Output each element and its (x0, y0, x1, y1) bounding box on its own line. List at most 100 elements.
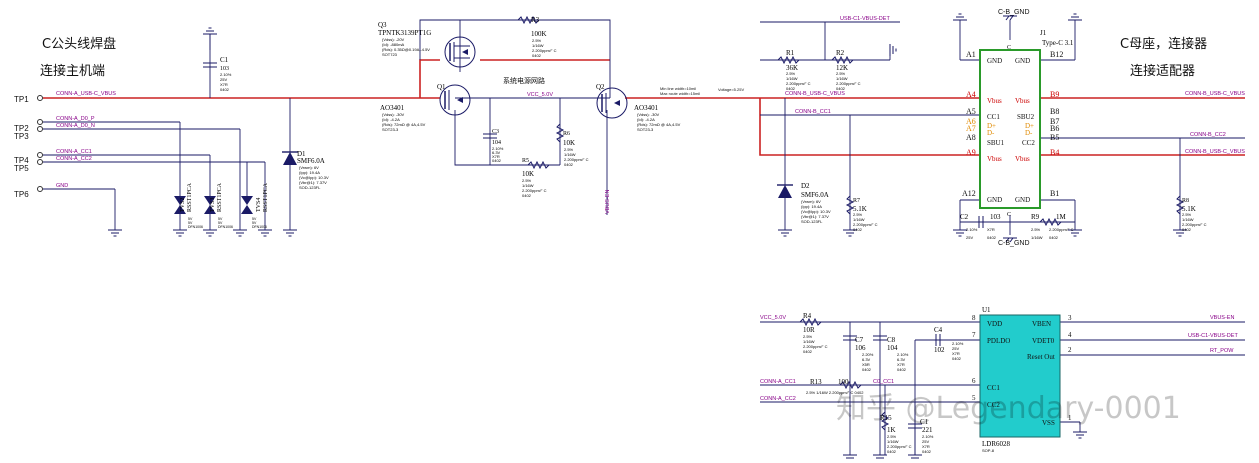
svg-text:0402: 0402 (492, 158, 502, 163)
svg-text:DFN1006: DFN1006 (218, 225, 233, 229)
tp3-label: TP3 (14, 132, 29, 141)
net-c0-cc1: C0_CC1 (873, 379, 894, 385)
svg-text:1/16W: 1/16W (803, 339, 815, 344)
net-gnd: GND (56, 183, 68, 189)
svg-text:5V: 5V (218, 221, 223, 225)
tp2-label: TP2 (14, 124, 29, 133)
svg-text:2.5%: 2.5% (564, 147, 574, 152)
svg-text:C1: C1 (920, 418, 929, 426)
svg-text:5V: 5V (252, 217, 257, 221)
svg-text:R9: R9 (1031, 213, 1040, 221)
svg-text:0402: 0402 (220, 87, 230, 92)
svg-text:D2: D2 (801, 182, 810, 190)
svg-text:(Id): -4.2A: (Id): -4.2A (637, 117, 655, 122)
svg-text:1K: 1K (887, 426, 896, 434)
svg-text:1/16W: 1/16W (786, 76, 798, 81)
svg-text:DFN1006: DFN1006 (188, 225, 203, 229)
svg-text:100: 100 (838, 378, 849, 386)
svg-text:5.1K: 5.1K (853, 205, 867, 213)
svg-text:TVS3: TVS3 (210, 198, 216, 212)
svg-text:10K: 10K (563, 139, 575, 147)
svg-text:DFN1006: DFN1006 (252, 225, 267, 229)
svg-text:PDLDO: PDLDO (987, 337, 1010, 345)
svg-text:6: 6 (972, 377, 976, 385)
svg-text:10K: 10K (522, 170, 534, 178)
svg-text:2.10%: 2.10% (897, 352, 909, 357)
svg-text:D+: D+ (987, 122, 996, 130)
svg-text:A4: A4 (966, 90, 976, 99)
tp6-label: TP6 (14, 190, 29, 199)
svg-text:SOD-123FL: SOD-123FL (299, 185, 321, 190)
r4-resistor: R4 10R 2.5% 1/16W 2.200ppm/° C 0402 (799, 312, 828, 354)
svg-text:LDR6028: LDR6028 (982, 440, 1011, 448)
svg-text:A6: A6 (966, 117, 976, 126)
net-connb-vbus-left: CONN-B_USB-C_VBUS (785, 91, 845, 97)
svg-text:SBU1: SBU1 (987, 139, 1005, 147)
tp4-label: TP4 (14, 156, 29, 165)
svg-text:D-: D- (987, 129, 995, 137)
svg-text:B4: B4 (1050, 148, 1059, 157)
svg-text:VBEN: VBEN (1032, 320, 1051, 328)
svg-text:A1: A1 (966, 50, 976, 59)
svg-text:GND: GND (1015, 57, 1030, 65)
net-conna-vbus: CONN-A_USB-C_VBUS (56, 91, 116, 97)
svg-text:CC1: CC1 (987, 113, 1000, 121)
svg-text:R7: R7 (853, 198, 860, 204)
svg-text:Reset Out: Reset Out (1027, 353, 1055, 361)
svg-text:2.200ppm/° C: 2.200ppm/° C (803, 344, 828, 349)
svg-text:B12: B12 (1050, 50, 1063, 59)
svg-text:2: 2 (1068, 346, 1072, 354)
svg-text:0402: 0402 (1049, 235, 1059, 240)
r13-resistor: R13 100 2.5% 1/16W 2.200ppm/° C 0402 (806, 378, 864, 395)
svg-text:RSST1PCA: RSST1PCA (187, 182, 193, 212)
svg-text:0402: 0402 (922, 449, 932, 454)
ground-symbols (108, 13, 1187, 459)
svg-text:C4: C4 (934, 326, 943, 334)
right-subtitle: 连接适配器 (1130, 63, 1195, 79)
svg-text:X7R: X7R (922, 444, 930, 449)
svg-text:X7R: X7R (952, 351, 960, 356)
u1-ldr6028-chip: U1 LDR6028 SOP-8 8 7 6 5 3 4 2 1 VDD PDL… (972, 306, 1072, 453)
svg-text:Vbus: Vbus (987, 155, 1002, 163)
svg-text:X7R: X7R (897, 362, 905, 367)
svg-text:(Vc@Ipp): 10.3V: (Vc@Ipp): 10.3V (801, 209, 831, 214)
svg-text:3: 3 (1068, 314, 1072, 322)
net-conna-dn: CONN-A_D0_N (56, 123, 95, 129)
svg-text:5V: 5V (188, 217, 193, 221)
svg-text:8: 8 (972, 314, 976, 322)
svg-text:2.200ppm/° C: 2.200ppm/° C (522, 188, 547, 193)
c1-221-capacitor: C1 221 2.10% 25V X7R 0402 (908, 418, 934, 454)
svg-text:1/16W: 1/16W (1031, 235, 1043, 240)
svg-text:0402: 0402 (862, 367, 872, 372)
svg-text:2.5%: 2.5% (836, 71, 846, 76)
svg-text:2.200ppm/° C: 2.200ppm/° C (1182, 222, 1207, 227)
svg-text:0402: 0402 (803, 349, 813, 354)
svg-text:0402: 0402 (522, 193, 532, 198)
svg-text:A9: A9 (966, 148, 976, 157)
net-connb-cc1: CONN-B_CC1 (795, 109, 831, 115)
svg-text:0402: 0402 (952, 356, 962, 361)
c3-capacitor: C3 104 2.10% 6.3V X7R 0402 (483, 129, 504, 163)
svg-text:(Vrwm): 6V: (Vrwm): 6V (299, 165, 319, 170)
svg-text:(Vdss): -30V: (Vdss): -30V (637, 112, 660, 117)
svg-text:CC2: CC2 (1022, 139, 1035, 147)
svg-text:25V: 25V (952, 346, 959, 351)
r9-resistor: R9 1M 2.5% 1/16W 2.200ppm/° C 0402 (1031, 213, 1074, 240)
svg-text:0402: 0402 (1182, 227, 1192, 232)
svg-text:A12: A12 (962, 189, 976, 198)
svg-text:2.5%: 2.5% (803, 334, 813, 339)
net-conna-cc1: CONN-A_CC1 (56, 149, 92, 155)
svg-text:(Rds): 72mΩ @ 4A,4.5V: (Rds): 72mΩ @ 4A,4.5V (382, 122, 426, 127)
c1-capacitor: C1 103 2.10% 25V X7R 0402 (203, 56, 232, 92)
svg-text:221: 221 (922, 426, 933, 434)
svg-text:(Vbr@1): 7.37V: (Vbr@1): 7.37V (299, 180, 327, 185)
svg-text:C: C (1007, 45, 1011, 51)
svg-text:(Ipp): 19.4A: (Ipp): 19.4A (801, 204, 822, 209)
svg-text:RSST1PCA: RSST1PCA (263, 182, 269, 212)
svg-text:104: 104 (492, 140, 501, 146)
svg-text:SOP-8: SOP-8 (982, 448, 995, 453)
svg-text:1/16W: 1/16W (532, 43, 544, 48)
svg-text:B5: B5 (1050, 133, 1059, 142)
svg-text:2.10%: 2.10% (492, 146, 504, 151)
svg-text:Q3: Q3 (378, 21, 387, 29)
